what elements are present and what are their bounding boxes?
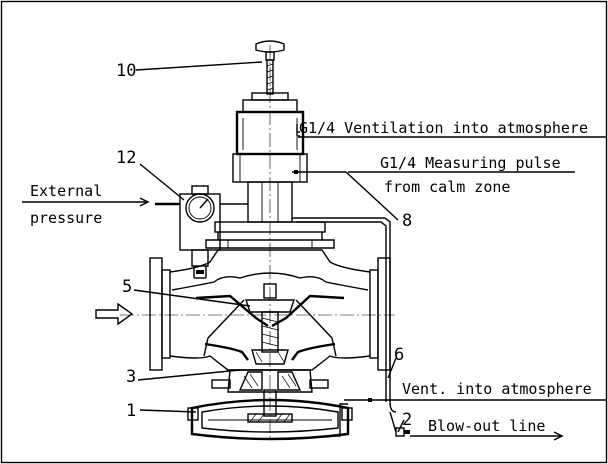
bottom-chamber [187,398,353,441]
label-ventilation: G1/4 Ventilation into atmosphere [299,119,588,137]
spring-housing [232,92,308,223]
leader-6 [387,357,397,379]
leader-10 [135,61,263,71]
leader-2 [397,419,405,433]
flow-arrow [95,302,134,326]
ventilation-leader [296,124,606,138]
label-pressure: pressure [30,209,102,227]
lower-assembly [211,369,329,417]
callout-1: 1 [126,401,136,421]
leader-5 [133,289,251,307]
blowout-arrow [553,431,564,441]
upper-chamber [205,221,335,249]
label-calm-zone: from calm zone [384,178,510,196]
leader-1 [139,409,197,413]
leader-12 [139,163,185,201]
label-blowout: Blow-out line [428,417,545,435]
handwheel [255,40,285,95]
impulse-line [292,170,397,413]
leader-8 [345,171,399,221]
callout-12: 12 [116,148,136,168]
callout-6: 6 [394,345,404,365]
valve-plug [245,283,295,365]
callout-2: 2 [402,410,412,430]
vent-piping [334,398,410,437]
pressure-gauge [179,185,248,279]
callout-3: 3 [126,367,136,387]
label-external: External [30,182,102,200]
label-vent: Vent. into atmosphere [402,380,592,398]
external-pressure-arrow [22,197,180,207]
callout-5: 5 [122,277,132,297]
callout-10: 10 [116,61,136,81]
leader-3 [137,369,241,381]
callout-8: 8 [402,211,412,231]
label-measuring-pulse: G1/4 Measuring pulse [380,154,561,172]
